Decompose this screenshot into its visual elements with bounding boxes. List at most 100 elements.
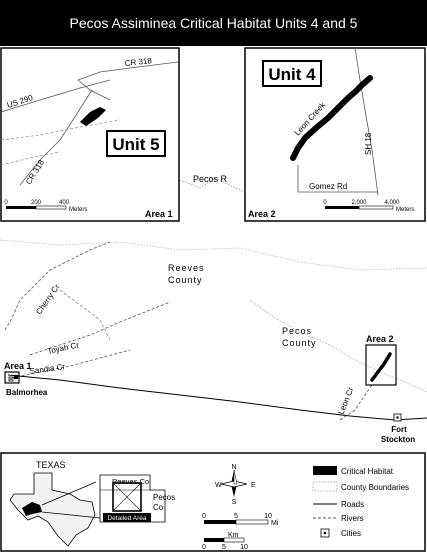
road-gomez	[297, 165, 378, 193]
scale-mi-tick-2: 10	[264, 513, 272, 520]
scale2-tick-0: 0	[323, 200, 327, 206]
reeves-county-label-2: County	[168, 275, 203, 285]
detail-box	[112, 482, 142, 512]
scale2-bar-a	[325, 206, 359, 209]
inset1-area-label: Area 1	[145, 209, 173, 219]
city-fort-stockton-2: Stockton	[381, 435, 415, 444]
compass-icon	[220, 469, 248, 497]
toyah-creek-label: Toyah Cr	[47, 340, 81, 356]
detail-box-cross	[112, 482, 142, 512]
city-balmorhea: Balmorhea	[6, 388, 48, 397]
legend-cities: Cities	[341, 529, 361, 538]
road-label-cr318: CR 318	[124, 56, 152, 68]
area1-box	[4, 371, 20, 384]
scale1-tick-1: 200	[31, 200, 42, 206]
legend-critical-habitat: Critical Habitat	[341, 467, 394, 476]
river-branch	[59, 289, 111, 341]
scale1-bar-b	[35, 205, 67, 210]
pecos-county-label-2: County	[282, 338, 317, 348]
scale2-bar-b	[358, 205, 394, 210]
detailed-area-tag	[103, 513, 151, 522]
inset2-area-label: Area 2	[248, 209, 276, 219]
scale1-tick-0: 0	[4, 200, 8, 206]
river-cherry	[4, 241, 111, 331]
unit4-small	[370, 352, 392, 382]
pecos-co-label-2: Co	[153, 503, 164, 512]
inset1-river	[0, 119, 121, 141]
road-cr318-link	[77, 79, 111, 101]
sandia-creek-label: Sandia Cr	[29, 362, 66, 376]
pecos-co-label: Pecos	[153, 493, 175, 502]
scale2-units: Meters	[396, 207, 414, 213]
unit4-label: Unit 4	[268, 65, 316, 84]
scale-mi-units: Mi	[271, 520, 279, 527]
cherry-creek-label: Cherry Cr	[34, 282, 61, 316]
inset1-river	[0, 151, 61, 166]
road-cr318-south	[19, 89, 93, 186]
scale1-units: Meters	[69, 207, 87, 213]
map-title: Pecos Assiminea Critical Habitat Units 4…	[0, 0, 427, 46]
unit5-habitat	[80, 107, 106, 126]
legend: Critical Habitat County Boundaries Roads…	[312, 466, 409, 538]
texas-detail-highlight	[22, 502, 42, 516]
scale-km-tick-2: 10	[240, 544, 248, 551]
legend-roads: Roads	[341, 500, 364, 509]
compass-e: E	[251, 482, 256, 489]
unit5-label: Unit 5	[112, 135, 159, 154]
area2-label: Area 2	[366, 334, 394, 344]
city-fort-stockton-dot	[396, 416, 399, 419]
scale-mi-a	[204, 520, 236, 524]
road-us290	[0, 79, 111, 113]
unit4-label-box	[262, 60, 322, 87]
area2-box	[365, 344, 397, 386]
road-sh18	[354, 47, 379, 196]
legend-rivers: Rivers	[341, 514, 364, 523]
compass-w: W	[215, 482, 222, 489]
legend-cities-dot	[323, 531, 327, 535]
bottom-panel: TEXAS Reeves Co Pecos Co Detailed Area N…	[0, 452, 426, 552]
reeves-county-label: Reeves	[168, 263, 205, 273]
inset-area1: CR 318 US 290 CR 318 Unit 5 0 200 400 Me…	[0, 47, 180, 222]
scale-mi-b	[235, 519, 269, 525]
unit5-small	[14, 375, 18, 379]
scale1-tick-2: 400	[59, 200, 70, 206]
city-fort-stockton: Fort	[391, 425, 407, 434]
county-boundary	[0, 239, 427, 271]
scale-km-b	[223, 537, 245, 543]
legend-critical-habitat-swatch	[313, 466, 337, 475]
sh18-label: SH 18	[364, 132, 373, 155]
reeves-co-label: Reeves Co	[112, 477, 149, 486]
scale-mi-tick-1: 5	[234, 513, 238, 520]
pecos-river-label: Pecos R	[193, 174, 228, 184]
detailed-area-label: Detailed Area	[107, 515, 146, 522]
unit4-habitat	[290, 75, 373, 161]
scale-mi-tick-0: 0	[202, 513, 206, 520]
inset-area2: Unit 4 Leon Creek SH 18 Gomez Rd 0 2,000…	[244, 47, 426, 222]
unit5-label-box	[106, 130, 166, 157]
compass-s: S	[232, 499, 237, 506]
gomez-rd-label: Gomez Rd	[309, 182, 347, 191]
river-leon	[339, 384, 373, 421]
city-balmorhea-dot	[10, 378, 12, 380]
legend-county-swatch	[312, 481, 338, 492]
texas-label: TEXAS	[36, 460, 66, 470]
pecos-county-label: Pecos	[282, 326, 312, 336]
river-sandia	[11, 349, 131, 379]
compass-n: N	[231, 464, 236, 471]
scale-km-a	[204, 538, 224, 542]
scale-km-tick-0: 0	[202, 544, 206, 551]
texas-shape	[9, 472, 96, 547]
scale-km-tick-1: 5	[222, 544, 226, 551]
county-boundary	[249, 299, 427, 393]
scale1-bar-a	[6, 206, 36, 209]
scale2-tick-2: 4,000	[384, 200, 400, 206]
scale2-tick-1: 2,000	[351, 200, 367, 206]
highway	[7, 374, 427, 421]
callout-line	[41, 481, 97, 506]
road-cr318-north	[77, 61, 179, 81]
river-toyah	[29, 301, 171, 356]
legend-county-boundaries: County Boundaries	[341, 483, 409, 492]
area1-label: Area 1	[4, 361, 32, 371]
